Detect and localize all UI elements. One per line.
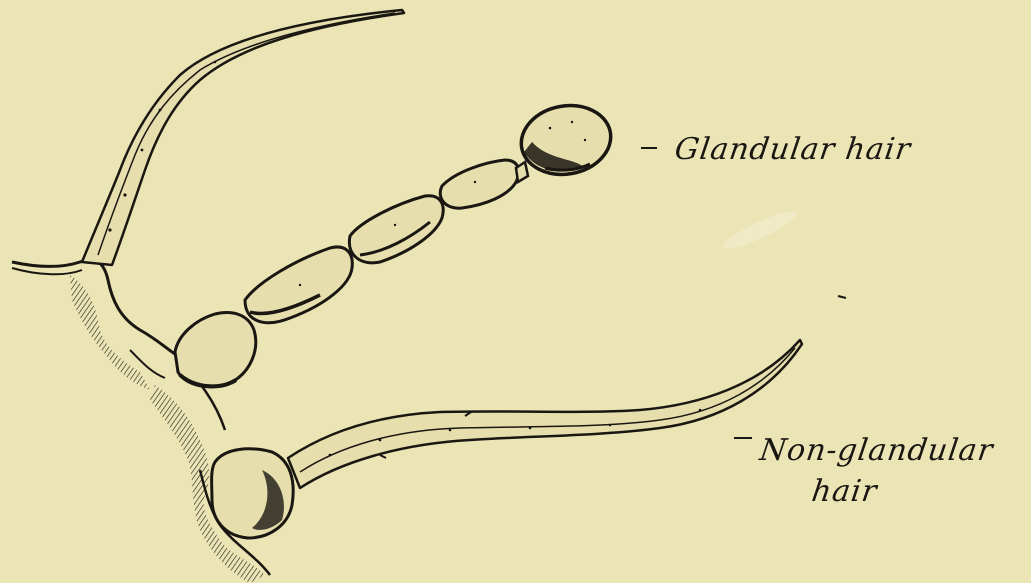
- non-glandular-label-dash: [734, 437, 752, 439]
- glandular-hair-label: Glandular hair: [673, 132, 914, 167]
- non-glandular-hair-label-line1: Non-glandular: [758, 433, 996, 468]
- glandular-label-dash: [641, 147, 657, 149]
- non-glandular-hair-label-line2: hair: [810, 474, 880, 509]
